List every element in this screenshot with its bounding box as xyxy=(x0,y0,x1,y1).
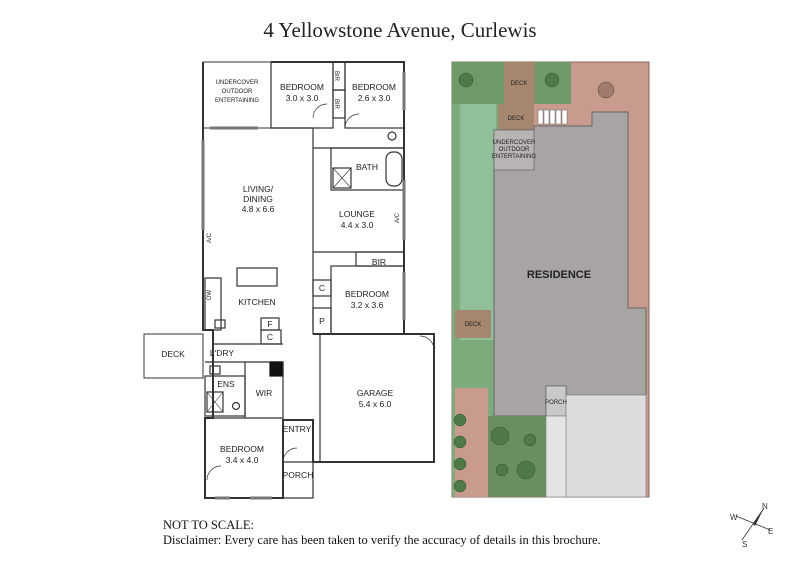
kitchen-island xyxy=(236,267,278,287)
bedroom-4-size: 3.4 x 4.0 xyxy=(226,455,259,465)
garage-size: 5.4 x 6.0 xyxy=(359,399,392,409)
site-undercover-label-2: OUTDOOR xyxy=(499,147,530,153)
bir-a-label: BIR xyxy=(333,71,339,82)
porch-label: PORCH xyxy=(283,470,314,480)
ac-b-label: A/C xyxy=(395,212,401,223)
kitchen-bench xyxy=(204,277,222,331)
p-label: P xyxy=(319,316,325,326)
site-plan xyxy=(451,61,650,498)
bedroom-4-name: BEDROOM xyxy=(220,444,264,454)
deck-area xyxy=(143,333,204,379)
living-name-2: DINING xyxy=(243,194,273,204)
bath-label: BATH xyxy=(356,162,378,172)
site-porch-label: PORCH xyxy=(545,400,567,406)
compass-icon: N S E W xyxy=(730,502,773,548)
site-undercover-label-3: ENTERTAINING xyxy=(492,154,536,160)
site-deck-top-label: DECK xyxy=(511,81,528,87)
bedroom-3-size: 3.2 x 3.6 xyxy=(351,300,384,310)
c-a-label: C xyxy=(319,283,325,293)
entry-label: ENTRY xyxy=(283,424,312,434)
compass-s: S xyxy=(742,540,747,548)
ensuite-label: ENS xyxy=(217,379,235,389)
f-label: F xyxy=(267,319,272,329)
disclaimer-text: Disclaimer: Every care has been taken to… xyxy=(163,533,601,547)
porch-room xyxy=(282,461,314,499)
wir-label: WIR xyxy=(256,388,273,398)
living-name-1: LIVING/ xyxy=(243,184,274,194)
undercover-label-3: ENTERTAINING xyxy=(215,98,259,104)
undercover-label-1: UNDERCOVER xyxy=(216,80,259,86)
garage-name: GARAGE xyxy=(357,388,394,398)
cupboard-a xyxy=(312,279,332,297)
site-deck-mid xyxy=(498,104,534,130)
site-deck-side-label: DECK xyxy=(465,322,482,328)
floor-plan xyxy=(143,61,435,500)
not-to-scale-note: NOT TO SCALE: xyxy=(163,518,254,532)
compass-n: N xyxy=(762,502,768,511)
bedroom-2-name: BEDROOM xyxy=(352,82,396,92)
site-undercover-label-1: UNDERCOVER xyxy=(493,140,536,146)
kitchen-label: KITCHEN xyxy=(238,297,275,307)
bedroom-3-name: BEDROOM xyxy=(345,289,389,299)
lounge-name: LOUNGE xyxy=(339,209,375,219)
site-deck-side xyxy=(455,310,491,338)
c-b-label: C xyxy=(267,332,273,342)
lounge-size: 4.4 x 3.0 xyxy=(341,220,374,230)
compass-w: W xyxy=(730,513,738,522)
bir-c-label: BIR xyxy=(372,257,386,267)
ac-a-label: A/C xyxy=(207,232,213,243)
bedroom-1-name: BEDROOM xyxy=(280,82,324,92)
site-deck-top xyxy=(504,62,535,104)
laundry-label: L'DRY xyxy=(210,348,234,358)
bedroom-2-size: 2.6 x 3.0 xyxy=(358,93,391,103)
undercover-area xyxy=(202,61,272,129)
bir-b-label: BIR xyxy=(333,99,339,110)
dw-label: DW xyxy=(207,290,213,300)
compass-e: E xyxy=(768,527,773,536)
bedroom-1-size: 3.0 x 3.0 xyxy=(286,93,319,103)
page-title: 4 Yellowstone Avenue, Curlewis xyxy=(263,18,537,42)
deck-label: DECK xyxy=(161,349,185,359)
residence-label: RESIDENCE xyxy=(527,269,591,281)
living-size: 4.8 x 6.6 xyxy=(242,204,275,214)
undercover-label-2: OUTDOOR xyxy=(222,89,253,95)
site-deck-mid-label: DECK xyxy=(508,116,525,122)
